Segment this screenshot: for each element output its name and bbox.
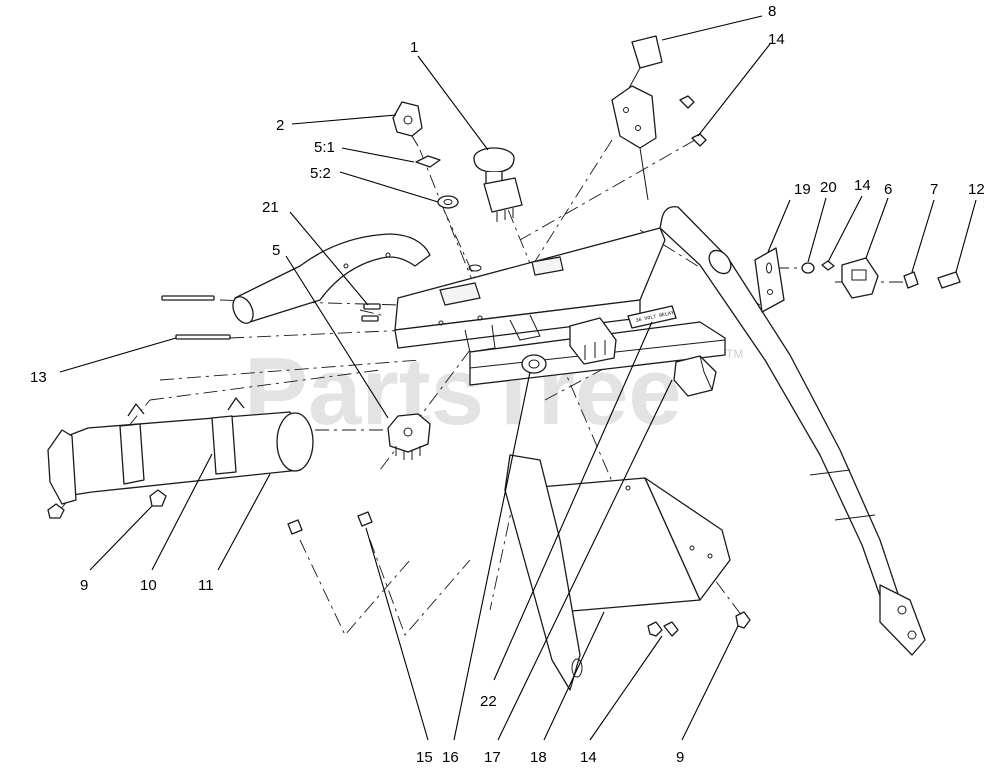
callout-17: 17 (484, 749, 501, 766)
callout-6: 6 (884, 181, 892, 198)
callout-13: 13 (30, 369, 47, 386)
right-hardware (801, 257, 961, 299)
callout-10: 10 (140, 577, 157, 594)
handle-bar-right (659, 206, 926, 656)
callout-9-bottom: 9 (676, 749, 684, 766)
callout-1: 1 (410, 39, 418, 56)
part-17-switch (673, 355, 717, 397)
callout-14-bottom: 14 (580, 749, 597, 766)
part-16-grommet (521, 354, 547, 374)
callout-14-top: 14 (768, 31, 785, 48)
callout-12: 12 (968, 181, 985, 198)
callout-7: 7 (930, 181, 938, 198)
part-9-nuts-left (47, 489, 167, 519)
callout-15: 15 (416, 749, 433, 766)
part-18-lower-bracket (504, 454, 731, 691)
callout-8: 8 (768, 3, 776, 20)
part-21-screws (361, 303, 381, 322)
callout-2: 2 (276, 117, 284, 134)
callout-22: 22 (480, 693, 497, 710)
part-1-push-switch (473, 147, 523, 222)
part-22-relay: 36 VOLT RELAY (569, 305, 677, 365)
part-13-bolts (161, 295, 231, 340)
part-5-washers (415, 155, 459, 209)
callout-5-2: 5:2 (310, 165, 331, 182)
callout-11: 11 (198, 577, 214, 594)
callout-20: 20 (820, 179, 837, 196)
callout-19: 19 (794, 181, 811, 198)
callout-labels: 1 2 5:1 5:2 21 5 13 9 10 11 8 14 19 20 1… (30, 3, 985, 766)
callout-14-right: 14 (854, 177, 871, 194)
part-15-screws (287, 511, 373, 535)
bottom-hardware (647, 611, 751, 637)
callout-5-1: 5:1 (314, 139, 335, 156)
handle-tube-upper (232, 233, 431, 324)
part-5-ignition-switch (387, 413, 431, 460)
leader-lines (59, 15, 977, 741)
part-2-key-switch (392, 101, 423, 147)
callout-16: 16 (442, 749, 459, 766)
part-11-tube-assembly (47, 397, 314, 505)
watermark-trademark: TM (726, 347, 743, 361)
part-8-throttle-lever (611, 35, 707, 201)
callout-9-left: 9 (80, 577, 88, 594)
callout-21: 21 (262, 199, 279, 216)
callout-5: 5 (272, 242, 280, 259)
callout-18: 18 (530, 749, 547, 766)
part-19-bracket (754, 247, 785, 313)
